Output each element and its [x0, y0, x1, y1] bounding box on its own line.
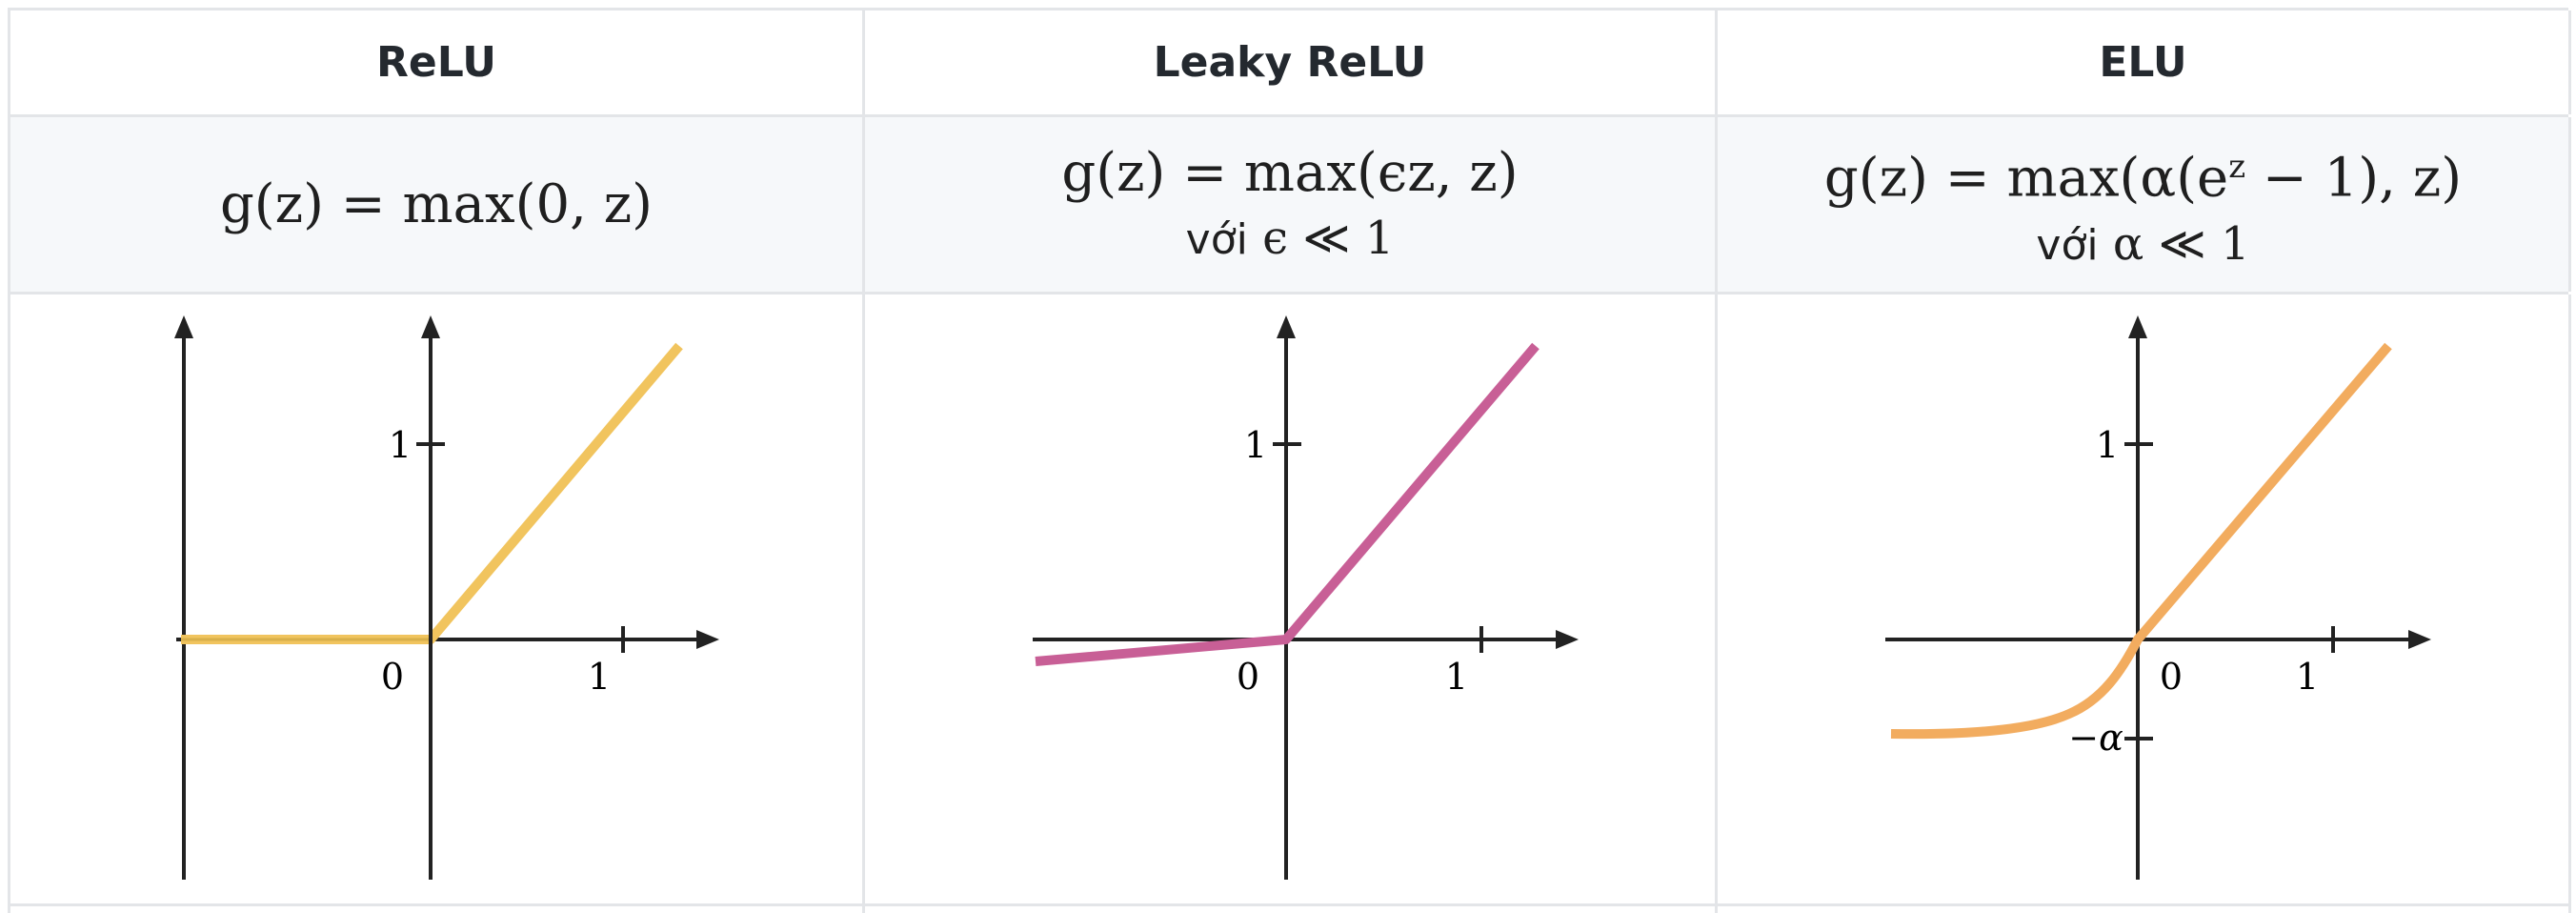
- formula-part-after: − 1), z): [2245, 147, 2463, 210]
- formula-condition: với ϵ ≪ 1: [1186, 208, 1395, 271]
- x-axis-arrow: [1555, 630, 1579, 649]
- y-axis-arrowhead: [420, 315, 440, 338]
- y-axis-arrow: [2127, 315, 2147, 338]
- relu-plot: 0 1 1: [173, 315, 719, 880]
- formula-part-before: g(z) = max(α(e: [1823, 147, 2229, 210]
- leaky-relu-curve: [1035, 342, 1540, 666]
- formula: g(z) = max(α(ez − 1), z): [1824, 132, 2462, 213]
- x-axis-arrow: [695, 630, 719, 649]
- x-tick-label-0: 0: [380, 656, 403, 698]
- formula-cell-leaky-relu: g(z) = max(ϵz, z) với ϵ ≪ 1: [865, 117, 1718, 292]
- y-axis-arrow: [1276, 315, 1296, 338]
- plot-cell-relu: 0 1 1: [10, 294, 865, 913]
- header-cell-relu: ReLU: [10, 10, 865, 114]
- y-tick-label-1: 1: [1243, 424, 1266, 466]
- next-row-edge: [8, 903, 2568, 913]
- y-tick-label-neg-alpha: −α: [2068, 717, 2123, 759]
- formula: g(z) = max(0, z): [219, 172, 654, 235]
- leaky-relu-plot: 0 1 1: [1032, 315, 1579, 880]
- column-title: ReLU: [376, 38, 496, 87]
- condition-math: ϵ ≪ 1: [1262, 211, 1395, 265]
- x-axis-arrow: [2407, 630, 2431, 649]
- header-cell-elu: ELU: [1718, 10, 2571, 114]
- x-tick-label-0: 0: [1236, 656, 1258, 698]
- header-cell-leaky-relu: Leaky ReLU: [865, 10, 1718, 114]
- plot-row: 0 1 1 0 1 1: [10, 294, 2571, 913]
- formula: g(z) = max(ϵz, z): [1061, 141, 1519, 204]
- condition-word: với: [2036, 220, 2099, 270]
- y-axis-arrow: [173, 315, 193, 338]
- x-tick-label-1: 1: [2295, 656, 2318, 698]
- elu-plot: 0 1 1 −α: [1884, 315, 2431, 880]
- formula-condition: với α ≪ 1: [2036, 213, 2249, 276]
- column-title: ELU: [2099, 38, 2187, 87]
- plot-cell-elu: 0 1 1 −α: [1718, 294, 2571, 913]
- formula-row: g(z) = max(0, z) g(z) = max(ϵz, z) với ϵ…: [10, 117, 2571, 294]
- column-title: Leaky ReLU: [1153, 38, 1427, 87]
- y-tick-label-1: 1: [2095, 424, 2118, 466]
- formula-cell-elu: g(z) = max(α(ez − 1), z) với α ≪ 1: [1718, 117, 2571, 292]
- header-row: ReLU Leaky ReLU ELU: [10, 10, 2571, 117]
- y-tick-label-1: 1: [388, 424, 411, 466]
- activation-functions-table: ReLU Leaky ReLU ELU g(z) = max(0, z) g(z…: [8, 8, 2571, 913]
- x-tick-label-0: 0: [2159, 656, 2182, 698]
- x-tick-label-1: 1: [587, 656, 610, 698]
- formula-part-superscript: z: [2228, 148, 2246, 187]
- formula-cell-relu: g(z) = max(0, z): [10, 117, 865, 292]
- condition-math: α ≪ 1: [2112, 216, 2250, 271]
- x-tick-label-1: 1: [1444, 656, 1467, 698]
- elu-curve: [1890, 342, 2392, 740]
- condition-word: với: [1185, 214, 1248, 264]
- plot-cell-leaky-relu: 0 1 1: [865, 294, 1718, 913]
